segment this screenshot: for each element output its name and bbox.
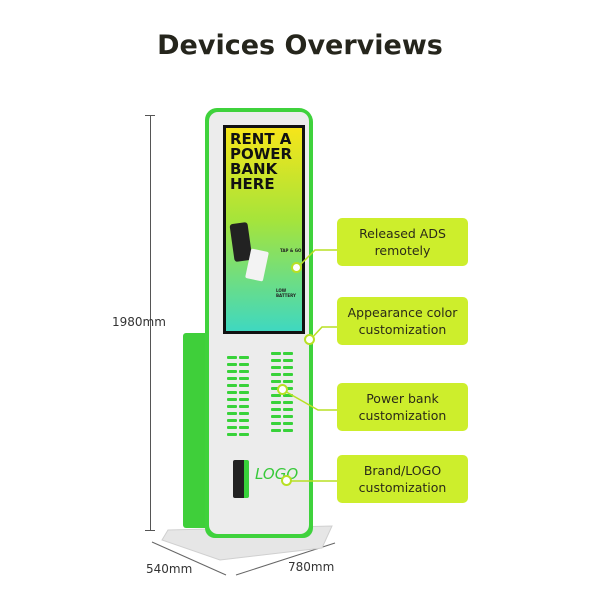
slot-vent bbox=[239, 356, 249, 359]
slot-vent bbox=[227, 356, 237, 359]
callout-dot bbox=[281, 475, 292, 486]
slot-vent bbox=[283, 366, 293, 369]
slot-vent bbox=[227, 426, 237, 429]
slot-vent bbox=[271, 380, 281, 383]
callout-dot bbox=[304, 334, 315, 345]
slot-vent bbox=[227, 377, 237, 380]
dimension-tick bbox=[145, 115, 155, 116]
slot-vent bbox=[283, 387, 293, 390]
low-battery-label: LOW BATTERY bbox=[276, 288, 296, 298]
callout-ads: Released ADS remotely bbox=[337, 218, 468, 266]
slot-vent bbox=[227, 419, 237, 422]
slot-vent bbox=[239, 370, 249, 373]
slot-vent bbox=[239, 398, 249, 401]
slot-vent bbox=[227, 391, 237, 394]
slot-vent bbox=[239, 384, 249, 387]
callout-power-bank: Power bank customization bbox=[337, 383, 468, 431]
slot-vent bbox=[227, 398, 237, 401]
callout-dot bbox=[277, 384, 288, 395]
slot-vent bbox=[239, 391, 249, 394]
slot-vent bbox=[227, 370, 237, 373]
slot-vent bbox=[227, 433, 237, 436]
slot-vent bbox=[271, 408, 281, 411]
slot-vent bbox=[227, 363, 237, 366]
depth-label: 540mm bbox=[146, 562, 193, 576]
width-label: 780mm bbox=[288, 560, 335, 574]
page-title: Devices Overviews bbox=[157, 30, 443, 61]
slot-vent bbox=[283, 408, 293, 411]
slot-vent bbox=[239, 377, 249, 380]
slot-vent bbox=[239, 412, 249, 415]
slot-vent bbox=[283, 380, 293, 383]
ad-screen: RENT A POWER BANK HERE TAP & GO LOW BATT… bbox=[223, 125, 305, 334]
kiosk-body: RENT A POWER BANK HERE TAP & GO LOW BATT… bbox=[205, 108, 313, 538]
slot-vent bbox=[239, 426, 249, 429]
slot-vent bbox=[271, 429, 281, 432]
tap-go-label: TAP & GO bbox=[280, 248, 302, 253]
slot-vent bbox=[283, 415, 293, 418]
slot-vent bbox=[271, 415, 281, 418]
slot-vent bbox=[283, 401, 293, 404]
slot-vent bbox=[283, 429, 293, 432]
slot-vent bbox=[239, 363, 249, 366]
slot-vent bbox=[271, 352, 281, 355]
slot-vent bbox=[227, 405, 237, 408]
slot-vent bbox=[283, 373, 293, 376]
dimension-tick bbox=[145, 530, 155, 531]
callout-appearance: Appearance color customization bbox=[337, 297, 468, 345]
card-reader bbox=[233, 460, 249, 498]
slot-vent bbox=[283, 352, 293, 355]
height-label: 1980mm bbox=[112, 315, 166, 329]
slot-vent bbox=[239, 405, 249, 408]
height-dimension-line bbox=[150, 115, 151, 530]
slot-vent bbox=[283, 422, 293, 425]
slot-vent bbox=[227, 412, 237, 415]
slot-vent bbox=[227, 384, 237, 387]
slot-vent bbox=[271, 394, 281, 397]
slot-vent bbox=[271, 366, 281, 369]
slot-vent bbox=[271, 401, 281, 404]
slot-vent bbox=[271, 359, 281, 362]
slot-vent bbox=[271, 422, 281, 425]
slot-vent bbox=[271, 387, 281, 390]
slot-vent bbox=[239, 433, 249, 436]
callout-brand-logo: Brand/LOGO customization bbox=[337, 455, 468, 503]
slot-vent bbox=[271, 373, 281, 376]
callout-dot bbox=[291, 262, 302, 273]
screen-headline: RENT A POWER BANK HERE bbox=[230, 130, 293, 193]
slot-vent bbox=[283, 359, 293, 362]
slot-vent bbox=[239, 419, 249, 422]
